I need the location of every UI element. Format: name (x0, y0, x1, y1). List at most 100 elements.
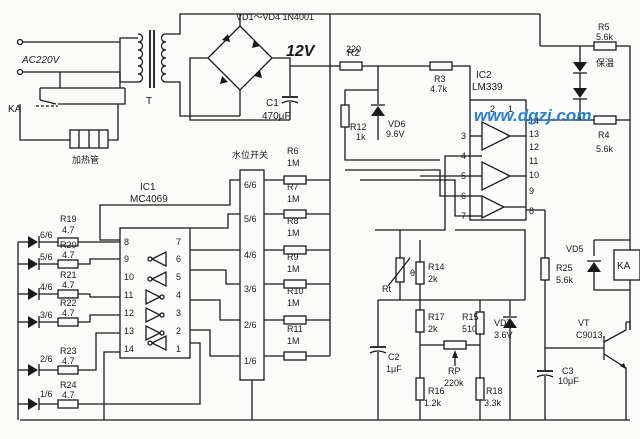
r4-value: 5.6k (596, 144, 614, 154)
r20-value: 4.7 (62, 250, 75, 260)
ic1-pin-5: 5 (176, 272, 181, 282)
bridge-label: VD1～VD4 1N4001 (236, 12, 314, 22)
vd6-name: VD6 (388, 119, 406, 129)
heater: 加热管 (69, 129, 109, 165)
led-row-3-level: 4/6 (40, 282, 53, 292)
theta-label: θ (410, 268, 415, 278)
ic2-lm339: IC2 LM339 2 1 3 4 5 6 7 14 13 12 11 10 9… (461, 70, 545, 221)
vt-part: C9013 (576, 330, 603, 340)
vd7-name: VD7 (494, 318, 512, 328)
relay-contact-label: KA (8, 104, 22, 115)
led-row-4-level: 3/6 (40, 310, 53, 320)
ic2-pin-top-2: 2 (490, 104, 495, 114)
r20-name: R20 (60, 240, 77, 250)
r14-name: R14 (428, 262, 445, 272)
r2-name: R2 (347, 48, 360, 59)
r11-name: R11 (287, 324, 303, 334)
r14-value: 2k (428, 274, 438, 284)
switch-to-ic1 (99, 179, 240, 357)
resistor-r3: R3 4.7k (429, 61, 471, 100)
ic2-pin-10: 10 (529, 170, 539, 180)
bridge-rectifier: VD1～VD4 1N4001 12V (189, 12, 330, 121)
led-row-3: 4/6 R21 4.7 (18, 270, 120, 300)
r19-name: R19 (60, 214, 77, 224)
r23-value: 4.7 (62, 356, 75, 366)
vd7-value: 3.6V (494, 330, 513, 340)
ic1-pin-14: 14 (124, 344, 134, 354)
r16-name: R16 (428, 386, 445, 396)
c1-name: C1 (266, 98, 279, 109)
led-row-2: 5/6 R20 4.7 (18, 240, 120, 270)
rp-value: 220k (444, 378, 464, 388)
relay-contact: KA (8, 88, 126, 141)
level-led-rows: 6/6 R19 4.7 5/6 R20 4.7 4/6 R21 4.7 (17, 214, 201, 420)
watermark: www.dgzj.com (474, 106, 591, 125)
r21-value: 4.7 (62, 280, 75, 290)
relay-driver: R25 5.6k VD5 KA VT C9013 C3 10μF (536, 210, 640, 420)
r6-name: R6 (287, 146, 299, 156)
r16-value: 1.2k (424, 398, 442, 408)
r8-value: 1M (287, 228, 300, 238)
r22-name: R22 (60, 298, 77, 308)
ic2-pin-top-1: 1 (508, 104, 513, 114)
level-switch: 水位开关 6/6 5/6 4/6 3/6 2/6 1/6 (232, 149, 268, 420)
r24-value: 4.7 (62, 390, 75, 400)
r15-name: R15 (462, 312, 479, 322)
ic2-pin-11: 11 (529, 156, 538, 166)
r9-value: 1M (287, 264, 300, 274)
ic2-pin-3: 3 (461, 131, 466, 141)
vt-name: VT (578, 318, 590, 328)
c1-value: 470μF (262, 111, 291, 122)
capacitor-c1: C1 470μF (262, 66, 299, 122)
ac-input-label: AC220V (21, 55, 61, 66)
r5-value: 5.6k (596, 32, 614, 42)
ic1-pin-6: 6 (176, 254, 181, 264)
voltage-label: 12V (286, 43, 316, 60)
r23-name: R23 (60, 346, 77, 356)
ic1-pin-8: 8 (124, 237, 129, 247)
ic1-pin-2: 2 (176, 326, 181, 336)
ka-coil-label: KA (617, 261, 631, 272)
tap-5-6: 5/6 (244, 214, 257, 224)
level-switch-label: 水位开关 (232, 149, 268, 160)
ic2-pin-13: 13 (529, 129, 539, 139)
led-row-2-level: 5/6 (40, 252, 53, 262)
ic1-part: MC4069 (130, 194, 168, 205)
r25-name: R25 (556, 263, 573, 273)
r21-name: R21 (60, 270, 77, 280)
ac-input: AC220V (16, 37, 138, 100)
r12-name: R12 (350, 122, 367, 132)
r2-value: 220 (346, 44, 361, 54)
ic1-pin-13: 13 (124, 326, 134, 336)
ic2-pin-8: 8 (529, 206, 534, 216)
tap-1-6: 1/6 (244, 356, 257, 366)
ic2-name: IC2 (476, 70, 492, 81)
r24-name: R24 (60, 380, 77, 390)
vd5-name: VD5 (566, 244, 584, 254)
transformer: T (137, 13, 240, 117)
r19-value: 4.7 (62, 225, 75, 235)
r9-name: R9 (287, 252, 299, 262)
ic1-pin-11: 11 (124, 290, 133, 300)
r10-name: R10 (287, 286, 304, 296)
ic1-pin-12: 12 (124, 308, 134, 318)
r15-value: 510 (462, 324, 477, 334)
heater-label: 加热管 (72, 154, 99, 165)
ic1-name: IC1 (140, 182, 156, 193)
r12-value: 1k (356, 132, 366, 142)
switch-resistors: R6 1M R7 1M R8 1M R9 1M R10 1M R11 1M (264, 66, 331, 361)
ic1-mc4069: IC1 MC4069 8 9 10 11 12 13 14 7 6 5 4 3 … (103, 182, 191, 420)
led-row-1-level: 6/6 (40, 230, 53, 240)
ic2-pin-14: 14 (529, 116, 539, 126)
temp-sensing: θ Rt R14 2k R17 2k R15 510 VD7 3.6V C2 1… (345, 155, 526, 420)
r11-value: 1M (287, 336, 300, 346)
led-row-6-level: 1/6 (40, 389, 53, 399)
transformer-label: T (146, 96, 152, 107)
r8-name: R8 (287, 216, 299, 226)
led-row-5-level: 2/6 (40, 354, 53, 364)
vd6-value: 9.6V (386, 129, 405, 139)
ic1-pin-3: 3 (176, 308, 181, 318)
c2-name: C2 (388, 352, 400, 362)
